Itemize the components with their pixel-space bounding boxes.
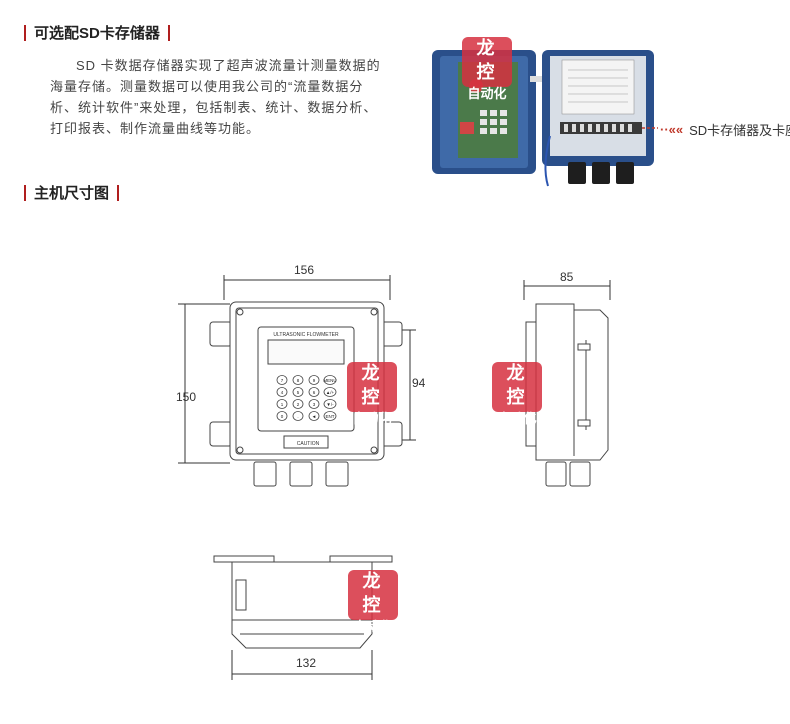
title-bar-right	[167, 24, 170, 41]
callout-label: SD卡存储器及卡座	[689, 123, 790, 138]
keypad-key-label: ENT	[326, 414, 335, 419]
keypad-key-label: 0	[281, 414, 284, 419]
keypad-key	[323, 375, 337, 385]
section-header-sd: 可选配SD卡存储器	[16, 22, 178, 43]
keypad-key	[308, 375, 320, 385]
callout-arrow-icon: ··««	[660, 122, 684, 137]
sd-description-text: SD 卡数据存储器实现了超声波流量计测量数据的海量存储。测量数据可以使用我公司的…	[50, 58, 381, 136]
watermark-line1: 龙 控	[506, 363, 528, 408]
keypad-key	[308, 387, 320, 397]
watermark-line1: 龙 控	[362, 571, 384, 616]
keypad: 7 8 9 MENU 4 5 6 ▲/+ 1 2 3 ▼/- 0. ◄ ENT	[276, 375, 337, 421]
keypad-key-label: 6	[313, 390, 316, 395]
section-header-dimensions: 主机尺寸图	[16, 182, 127, 203]
dim-front-width: 156	[294, 263, 315, 277]
keypad-key-label: ◄	[312, 414, 316, 419]
section-title-sd: 可选配SD卡存储器	[34, 25, 160, 42]
dim-bottom-width: 132	[296, 656, 317, 670]
keypad-key	[323, 411, 337, 421]
keypad-key-label: 4	[281, 390, 284, 395]
title-bar-right	[117, 184, 120, 201]
keypad-key	[323, 399, 337, 409]
front-view	[209, 301, 403, 487]
keypad-key-label: 3	[313, 402, 316, 407]
watermark-line2: 自动化	[497, 412, 537, 427]
watermark-line2: 自动化	[353, 620, 393, 635]
title-bar-left	[24, 24, 26, 41]
keypad-key	[276, 375, 288, 385]
keypad-key	[276, 399, 288, 409]
keypad-key-label: 9	[313, 378, 316, 383]
watermark-line2: 自动化	[467, 87, 507, 102]
panel-label: ULTRASONIC FLOWMETER	[273, 332, 339, 338]
keypad-key-label: .	[297, 414, 298, 419]
keypad-key	[292, 411, 304, 421]
watermark-stamp: 龙 控 自动化	[492, 362, 542, 427]
section-title-dimensions: 主机尺寸图	[34, 185, 110, 202]
keypad-key-label: ▼/-	[326, 402, 334, 407]
keypad-key-label: 1	[281, 402, 284, 407]
keypad-key	[292, 375, 304, 385]
keypad-key-label: MENU	[323, 378, 336, 383]
watermark-line1: 龙 控	[361, 363, 383, 408]
keypad-key	[323, 387, 337, 397]
watermark-line2: 自动化	[352, 412, 392, 427]
keypad-key	[276, 411, 288, 421]
watermark-stamp: 龙 控 自动化	[348, 570, 398, 635]
keypad-key	[308, 399, 320, 409]
keypad-key-label: 7	[281, 378, 284, 383]
keypad-key	[292, 399, 304, 409]
keypad-key-label: ▲/+	[326, 390, 335, 395]
dim-side-depth: 85	[560, 270, 574, 284]
watermark-stamp: 龙 控 自动化	[462, 37, 512, 102]
dim-front-height: 150	[176, 390, 197, 404]
bottom-view	[213, 555, 393, 649]
keypad-key-label: 5	[297, 390, 300, 395]
caution-label: CAUTION	[297, 441, 320, 447]
watermark-line1: 龙 控	[476, 38, 498, 83]
keypad-key-label: 8	[297, 378, 300, 383]
sd-description: SD 卡数据存储器实现了超声波流量计测量数据的海量存储。测量数据可以使用我公司的…	[50, 55, 390, 139]
keypad-key	[276, 387, 288, 397]
title-bar-left	[24, 184, 26, 201]
watermark-stamp: 龙 控 自动化	[347, 362, 397, 427]
sd-callout: ··«« SD卡存储器及卡座	[660, 120, 790, 139]
keypad-key	[308, 411, 320, 421]
keypad-key	[292, 387, 304, 397]
keypad-key-label: 2	[297, 402, 300, 407]
dim-inner-height: 94	[412, 376, 426, 390]
